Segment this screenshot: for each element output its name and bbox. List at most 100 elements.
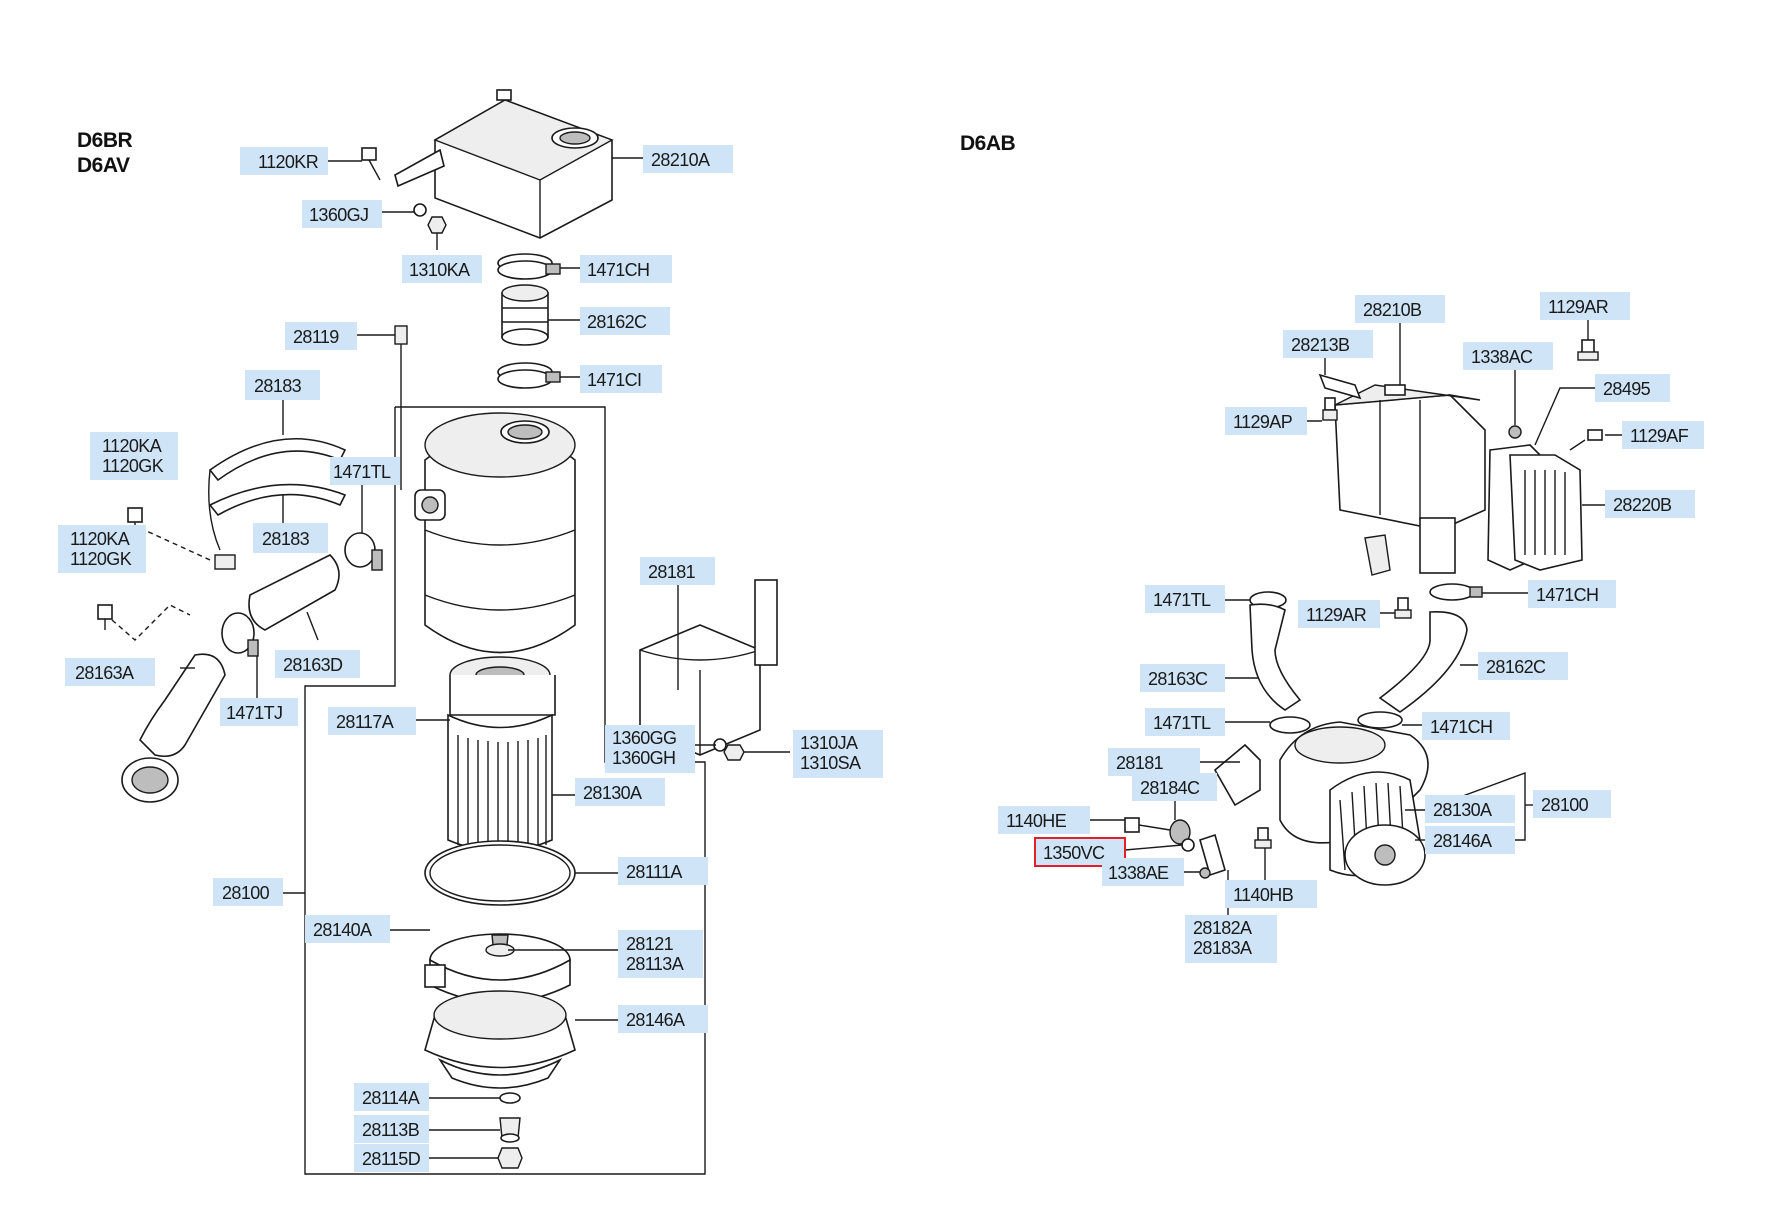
label-28163a: 28163A: [65, 658, 155, 686]
label-1338ae: 1338AE: [1102, 858, 1184, 886]
hose-28163d-part: [248, 554, 340, 631]
label-28495: 28495: [1595, 374, 1670, 402]
label-1471ch-a: 1471CH: [1528, 580, 1616, 608]
svg-text:28114A: 28114A: [362, 1088, 420, 1108]
svg-text:28183: 28183: [254, 376, 302, 396]
label-28119: 28119: [285, 322, 357, 350]
label-1471tl-a: 1471TL: [1145, 585, 1225, 613]
svg-text:1140HB: 1140HB: [1233, 885, 1294, 905]
label-28146a-r: 28146A: [1425, 826, 1515, 854]
label-28213b: 28213B: [1283, 330, 1373, 358]
label-1129af: 1129AF: [1622, 421, 1704, 449]
filter-element-part: [447, 656, 556, 852]
svg-text:1310KA: 1310KA: [409, 260, 470, 280]
bolt-1140he-part: [1124, 817, 1171, 833]
bracket-28181-part: [639, 579, 778, 756]
label-28115d: 28115D: [354, 1144, 429, 1172]
svg-text:28100: 28100: [1541, 795, 1589, 815]
svg-text:1120GK: 1120GK: [70, 549, 132, 569]
clamp-1471tj-part: [221, 612, 259, 657]
svg-text:28115D: 28115D: [362, 1149, 421, 1169]
hose-28162c-r-part: [1378, 611, 1468, 713]
label-1471tl: 1471TL: [330, 457, 400, 485]
flange-28220b-part: [1487, 444, 1583, 571]
svg-text:1129AR: 1129AR: [1306, 605, 1367, 625]
label-28163d: 28163D: [275, 650, 360, 678]
svg-text:1360GH: 1360GH: [612, 748, 675, 768]
leader-lines-left: [180, 157, 790, 1159]
label-1140he: 1140HE: [998, 806, 1090, 834]
svg-text:1471TJ: 1471TJ: [226, 703, 282, 723]
label-28210b: 28210B: [1355, 295, 1445, 323]
svg-text:28184C: 28184C: [1140, 778, 1200, 798]
washer-28114a-part: [499, 1092, 521, 1104]
svg-text:1140HE: 1140HE: [1006, 811, 1067, 831]
svg-text:28220B: 28220B: [1613, 495, 1672, 515]
svg-text:28130A: 28130A: [583, 783, 642, 803]
svg-text:1350VC: 1350VC: [1043, 843, 1105, 863]
washer-1360gj-part: [413, 203, 427, 217]
highlight-box: [1034, 837, 1126, 867]
label-1140hb: 1140HB: [1225, 880, 1317, 908]
label-28140a: 28140A: [305, 915, 390, 943]
label-28183-b: 28183: [253, 523, 328, 553]
bracket-28181-r-part: [1213, 743, 1261, 807]
labels-right: 28210B 1129AR 28213B 1338AC 28495 1129AP…: [998, 292, 1704, 963]
label-1129ar-b: 1129AR: [1298, 600, 1380, 628]
hose-28163c-part: [1249, 591, 1302, 711]
svg-text:28121: 28121: [626, 934, 674, 954]
label-28100-r: 28100: [1533, 790, 1611, 818]
svg-text:1129AR: 1129AR: [1548, 297, 1609, 317]
svg-text:28182A: 28182A: [1193, 918, 1252, 938]
svg-text:28111A: 28111A: [626, 862, 682, 882]
label-1471ch: 1471CH: [580, 255, 672, 283]
label-28162c-r: 28162C: [1478, 652, 1568, 680]
bolt-1129ar-part: [1577, 339, 1599, 361]
clamp-1471ch-b-part: [1357, 711, 1403, 729]
svg-text:1338AE: 1338AE: [1108, 863, 1169, 883]
svg-text:1120GK: 1120GK: [102, 456, 164, 476]
svg-text:28183A: 28183A: [1193, 938, 1252, 958]
svg-text:28163D: 28163D: [283, 655, 343, 675]
washer-1350vc-part: [1181, 838, 1195, 852]
svg-text:28130A: 28130A: [1433, 800, 1492, 820]
air-cleaner-body-part: [1279, 721, 1429, 886]
svg-text:1471CH: 1471CH: [1536, 585, 1598, 605]
label-28181: 28181: [640, 557, 715, 585]
nut-1338ac-part: [1508, 425, 1522, 439]
left-assembly: 1120KR 28210A 1360GJ 1310KA 1471CH 28162…: [58, 89, 883, 1175]
nut-1310ka-part: [427, 216, 447, 234]
bolt-1120kr-part: [361, 147, 381, 181]
svg-text:28140A: 28140A: [313, 920, 372, 940]
intake-box-part: [394, 89, 614, 239]
band-28182a-part: [1199, 833, 1226, 877]
label-28183-top: 28183: [245, 370, 320, 400]
svg-text:1360GG: 1360GG: [612, 728, 676, 748]
svg-text:28113B: 28113B: [362, 1120, 420, 1140]
nut-1310ja-part: [723, 744, 745, 761]
gasket-ring-part: [424, 840, 576, 906]
svg-text:28146A: 28146A: [1433, 831, 1492, 851]
svg-text:1471TL: 1471TL: [1153, 590, 1211, 610]
bolt-1129ap-part: [1322, 397, 1338, 421]
label-28111a: 28111A: [618, 857, 708, 885]
label-28130a-r: 28130A: [1425, 795, 1515, 823]
svg-text:28162C: 28162C: [587, 312, 647, 332]
nut-28115d-part: [497, 1147, 523, 1169]
bolt-1129ar-b-part: [1394, 597, 1412, 619]
label-1310ka: 1310KA: [402, 255, 482, 283]
svg-text:28163A: 28163A: [75, 663, 134, 683]
svg-text:1471TL: 1471TL: [1153, 713, 1211, 733]
svg-text:1471TL: 1471TL: [333, 462, 391, 482]
right-assembly: 28210B 1129AR 28213B 1338AC 28495 1129AP…: [998, 292, 1704, 963]
svg-text:28146A: 28146A: [626, 1010, 685, 1030]
svg-text:28210A: 28210A: [651, 150, 710, 170]
label-1471tj: 1471TJ: [220, 698, 298, 726]
label-1471ci: 1471CI: [580, 365, 662, 393]
header-d6av: D6AV: [77, 154, 130, 177]
label-28184c: 28184C: [1132, 773, 1217, 801]
svg-text:28495: 28495: [1603, 379, 1651, 399]
svg-text:1310JA: 1310JA: [800, 733, 858, 753]
